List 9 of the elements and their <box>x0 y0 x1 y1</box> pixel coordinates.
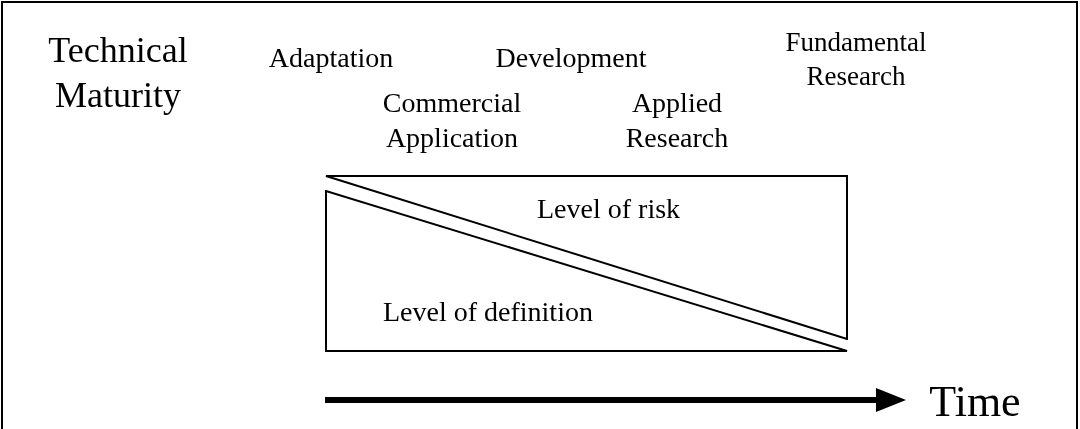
stage-label: Fundamental Research <box>784 26 928 93</box>
axis-label: Time <box>928 376 1022 428</box>
stage-label: Applied Research <box>624 86 730 155</box>
triangle-label: Level of risk <box>537 193 681 225</box>
axis-label: Technical Maturity <box>47 29 189 117</box>
stage-label: Development <box>494 41 648 75</box>
stage-label: Adaptation <box>267 41 395 75</box>
triangle-label: Level of definition <box>383 296 593 328</box>
stage-label: Commercial Application <box>381 86 523 155</box>
